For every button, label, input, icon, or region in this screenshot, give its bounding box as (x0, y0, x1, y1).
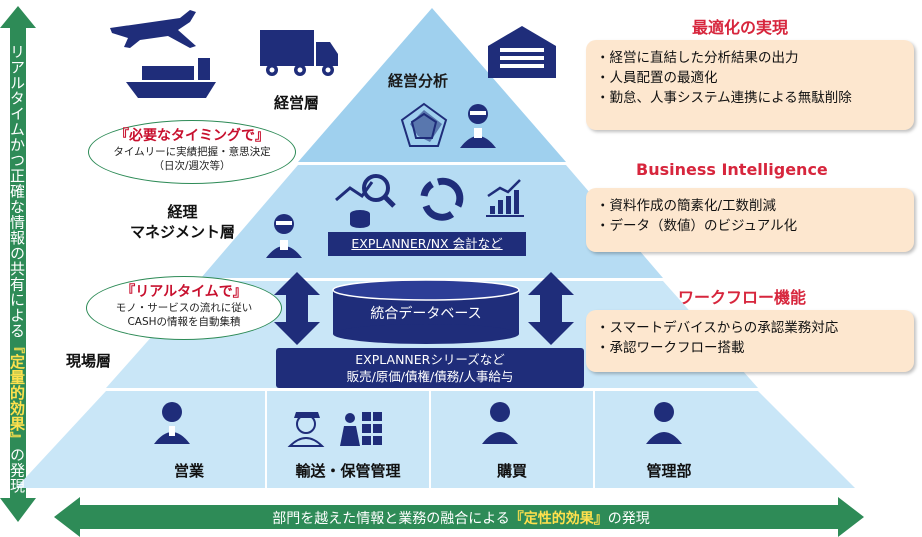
realtime-bubble-head: 『リアルタイムで』 (121, 284, 247, 300)
timing-bubble-head: 『必要なタイミングで』 (115, 128, 269, 144)
section-title-bi: Business Intelligence (636, 160, 828, 179)
timing-bubble-line2: （日次/週次等） (153, 160, 231, 172)
management-analysis-label: 経営分析 (388, 72, 449, 90)
department-logistics: 輸送・保管管理 (295, 462, 401, 480)
section-item: ・経営に直結した分析結果の出力 (596, 50, 799, 66)
section-item: ・承認ワークフロー搭載 (596, 340, 745, 356)
explanner-series-box: EXPLANNERシリーズなど 販売/原価/債権/債務/人事給与 (276, 348, 584, 388)
section-item: ・人員配置の最適化 (596, 70, 718, 86)
explanner-nx-box: EXPLANNER/NX 会計など (328, 232, 526, 256)
explanner-series-line1: EXPLANNERシリーズなど (355, 352, 505, 367)
section-item: ・スマートデバイスからの承認業務対応 (596, 320, 839, 336)
left-arrow-emphasis: 『定量的効果』 (8, 338, 26, 448)
db-left-arrow (274, 272, 320, 345)
layer-label-finance-line2: マネジメント層 (130, 223, 236, 241)
section-box-bi: ・資料作成の簡素化/工数削減 ・データ（数値）のビジュアル化 (586, 188, 914, 252)
layer-label-management: 経営層 (274, 94, 320, 112)
left-arrow-text: リアルタイムかつ正確な情報の共有による『定量的効果』の発現 (8, 44, 26, 494)
bottom-arrow-text: 部門を越えた情報と業務の融合による『定性的効果』の発現 (0, 508, 922, 528)
section-box-workflow: ・スマートデバイスからの承認業務対応 ・承認ワークフロー搭載 (586, 310, 914, 372)
realtime-bubble-line2: CASHの情報を自動集積 (127, 316, 241, 328)
section-item: ・勤怠、人事システム連携による無駄削除 (596, 90, 852, 106)
executive-icon (460, 104, 496, 148)
buyer-icon (482, 402, 518, 444)
airplane-icon (110, 10, 196, 48)
pyramid-tier-top (298, 8, 566, 162)
pyramid-tier-middle (201, 165, 663, 278)
ship-icon (126, 58, 216, 98)
department-purchasing: 購買 (496, 462, 527, 480)
database-cylinder (332, 279, 520, 344)
warehouse-worker-icon (340, 412, 382, 446)
radar-chart-icon (400, 102, 448, 147)
section-title-optimization: 最適化の実現 (692, 18, 789, 37)
explanner-nx-label: EXPLANNER/NX 会計など (351, 236, 503, 251)
pyramid-tier-bottom (16, 391, 855, 488)
timing-bubble-line1: タイムリーに実績把握・意思決定 (113, 146, 271, 158)
analytics-icon (335, 174, 396, 228)
realtime-bubble: 『リアルタイムで』 モノ・サービスの流れに従い CASHの情報を自動集積 (86, 276, 282, 340)
bottom-arrow-prefix: 部門を越えた情報と業務の融合による (272, 511, 510, 527)
salesperson-icon (154, 402, 190, 444)
bottom-arrow-emphasis: 『定性的効果』 (509, 511, 608, 527)
delivery-worker-icon (287, 412, 325, 447)
left-double-arrow (0, 6, 36, 522)
timing-bubble: 『必要なタイミングで』 タイムリーに実績把握・意思決定 （日次/週次等） (88, 120, 296, 184)
department-administration: 管理部 (646, 462, 692, 480)
manager-icon (266, 214, 302, 258)
left-arrow-suffix: の発現 (8, 447, 26, 494)
bottom-arrow-suffix: の発現 (607, 511, 650, 527)
admin-icon (646, 402, 682, 444)
realtime-bubble-line1: モノ・サービスの流れに従い (115, 302, 253, 314)
cycle-icon (420, 177, 464, 221)
section-title-workflow: ワークフロー機能 (678, 288, 807, 307)
growth-chart-icon (486, 179, 524, 217)
layer-label-finance-line1: 経理 (167, 203, 198, 221)
database-label: 統合データベース (370, 306, 482, 322)
layer-label-field: 現場層 (66, 352, 112, 370)
bottom-double-arrow (54, 497, 864, 537)
section-item: ・資料作成の簡素化/工数削減 (596, 198, 777, 214)
left-arrow-prefix: リアルタイムかつ正確な情報の共有による (8, 44, 26, 339)
layer-label-finance: 経理 マネジメント層 (130, 202, 235, 242)
db-right-arrow (528, 272, 574, 345)
explanner-series-line2: 販売/原価/債権/債務/人事給与 (346, 369, 514, 384)
section-box-optimization: ・経営に直結した分析結果の出力 ・人員配置の最適化 ・勤怠、人事システム連携によ… (586, 40, 914, 130)
department-sales: 営業 (173, 462, 204, 480)
section-item: ・データ（数値）のビジュアル化 (596, 218, 798, 234)
warehouse-icon (488, 26, 556, 78)
truck-icon (260, 30, 338, 76)
